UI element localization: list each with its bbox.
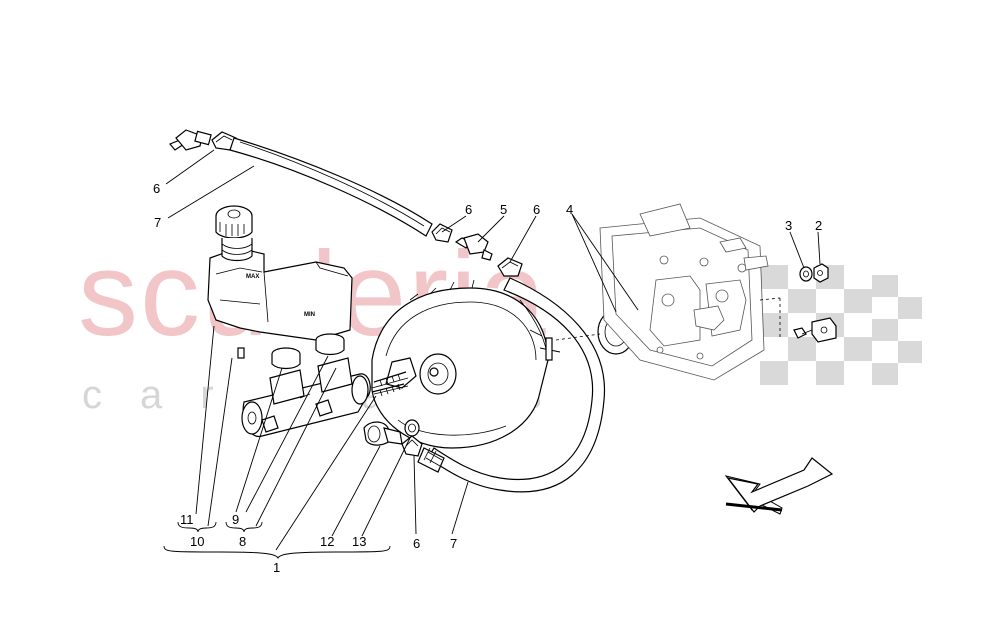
min-mark: MIN [304,312,315,318]
clevis-fitting [793,317,837,343]
callout-12: 12 [320,534,334,549]
front-direction-arrow [724,457,834,515]
master-cylinder [241,357,371,438]
pedal-bracket [599,203,781,381]
callout-4: 4 [566,202,573,217]
group-brackets [163,521,391,560]
callout-9: 9 [232,512,239,527]
reservoir-cap [215,205,253,239]
hose-upper [229,137,433,237]
watermark-checker-flag [760,265,922,385]
nut-item-2 [813,263,829,283]
callout-5: 5 [500,202,507,217]
hose-clamp-lower [401,435,423,457]
callout-6-top: 6 [153,181,160,196]
callout-11: 11 [180,512,194,527]
hose-clamp-booster [497,257,523,277]
callout-1: 1 [273,560,280,575]
reservoir-grommets [271,333,345,370]
callout-7-top: 7 [154,215,161,230]
leader-lines [165,149,821,551]
check-valve [454,233,493,261]
callout-7-bottom: 7 [450,536,457,551]
o-ring [404,419,420,437]
callout-10: 10 [190,534,204,549]
callout-8: 8 [239,534,246,549]
callout-6-a: 6 [465,202,472,217]
callout-2: 2 [815,218,822,233]
callout-6-b: 6 [533,202,540,217]
hose-end-braided [417,447,445,473]
max-mark: MAX [246,274,259,280]
fluid-reservoir: MAX MIN [207,205,353,359]
callout-labels: 6 7 6 5 6 4 3 2 11 10 9 8 12 13 6 7 1 [153,181,822,575]
upper-hose-assembly [169,129,453,243]
callout-13: 13 [352,534,366,549]
callout-6-bottom: 6 [413,536,420,551]
callout-3: 3 [785,218,792,233]
angled-hose-connector [169,129,212,151]
washer-item-3 [799,266,813,282]
mounting-studs [371,371,407,397]
reservoir-neck [221,238,253,262]
booster-stud [529,329,561,361]
